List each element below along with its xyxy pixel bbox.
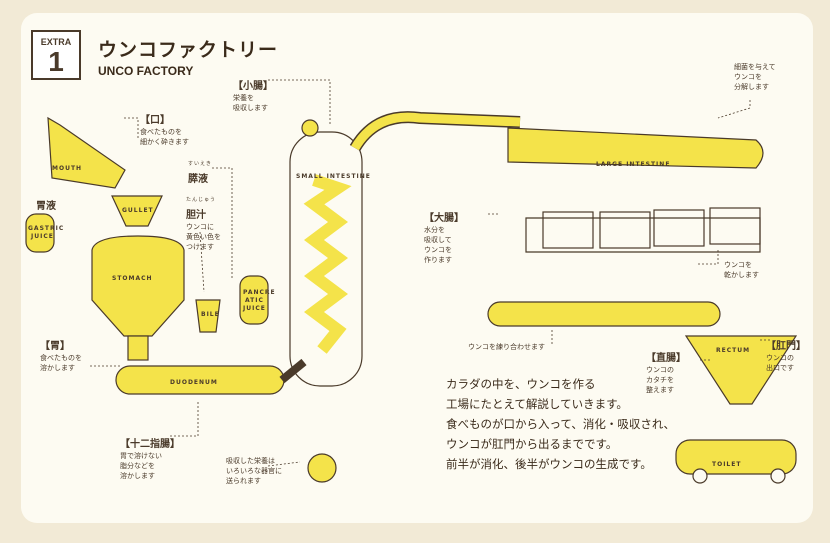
page-title: ウンコファクトリー — [98, 39, 279, 61]
label-gastric-juice: 胃液 — [36, 201, 56, 212]
extra-badge: EXTRA 1 — [31, 30, 81, 80]
organ-mouth: MOUTH — [52, 165, 82, 172]
label-absorbed-nutrients: 吸収した栄養は いろいろな器官に 送られます — [226, 457, 282, 485]
description-line-5: 前半が消化、後半がウンコの生成です。 — [446, 457, 652, 471]
large-intestine-conveyor — [507, 127, 764, 169]
label-large-intestine: 【大腸】 水分を 吸収して ウンコを 作ります — [424, 213, 464, 264]
nutrient-flask — [307, 453, 337, 483]
description-text: カラダの中を、ウンコを作る 工場にたとえて解説していきます。 食べものが口から入… — [446, 374, 716, 474]
organ-toilet: TOILET — [712, 461, 741, 468]
dry-box-3 — [653, 209, 705, 247]
organ-pancreatic-3: JUICE — [242, 305, 266, 312]
mouth-tray — [47, 116, 126, 189]
organ-labels: MOUTH GULLET GASTRIC JUICE STOMACH BILE … — [28, 161, 750, 468]
label-small-intestine: 【小腸】 栄養を 吸収します — [233, 81, 273, 112]
organ-pancreatic: PANCRE — [243, 289, 276, 296]
stomach-tank — [91, 235, 185, 337]
label-duodenum: 【十二指腸】 胃で溶けない 脂分などを 溶かします — [120, 439, 180, 480]
organ-duodenum: DUODENUM — [170, 379, 218, 386]
label-bile: たんじゅう 胆汁 ウンコに 黄色い色を つけます — [186, 197, 221, 251]
label-pancreatic-juice: すいえき 膵液 — [188, 161, 212, 185]
gastric-juice-tank — [25, 213, 55, 253]
organ-bile: BILE — [201, 311, 220, 318]
page-subtitle: UNCO FACTORY — [98, 64, 194, 78]
stomach-outlet — [127, 335, 149, 361]
description-line-3: 食べものが口から入って、消化・吸収され、 — [446, 417, 675, 431]
pancreatic-juice-tank — [239, 275, 269, 325]
label-bacteria: 細菌を与えて ウンコを 分解します — [734, 63, 776, 91]
label-dry: ウンコを 乾かします — [724, 261, 759, 279]
organ-gastric: GASTRIC — [28, 225, 64, 232]
kneading-conveyor — [487, 301, 721, 327]
label-knead: ウンコを練り合わせます — [468, 343, 545, 351]
toilet-car — [675, 439, 797, 475]
description-line-4: ウンコが肛門から出るまでです。 — [446, 437, 618, 451]
organ-juice: JUICE — [30, 233, 54, 240]
organ-rectum: RECTUM — [716, 347, 750, 354]
label-mouth: 【口】 食べたものを 細かく砕きます — [140, 115, 189, 146]
dry-box-4 — [709, 207, 761, 245]
organ-small-intestine: SMALL INTESTINE — [296, 173, 371, 180]
bile-tank — [195, 299, 221, 333]
organ-gullet: GULLET — [122, 207, 154, 214]
label-stomach: 【胃】 食べたものを 溶かします — [40, 341, 82, 372]
gauge — [301, 119, 319, 137]
description-line-1: カラダの中を、ウンコを作る — [446, 377, 596, 391]
organ-stomach: STOMACH — [112, 275, 153, 282]
badge-label: EXTRA — [40, 37, 72, 47]
small-intestine-column — [289, 131, 363, 387]
description-line-2: 工場にたとえて解説していきます。 — [446, 397, 628, 411]
organ-pancreatic-2: ATIC — [245, 297, 264, 304]
label-rectum: 【直腸】 ウンコの カタチを 整えます — [646, 353, 686, 394]
label-anus: 【肛門】 ウンコの 出口です — [766, 341, 806, 372]
gullet-funnel — [111, 195, 163, 227]
rectum-funnel — [684, 335, 798, 405]
badge-number: 1 — [48, 46, 64, 77]
organ-large-intestine: LARGE INTESTINE — [596, 161, 670, 168]
